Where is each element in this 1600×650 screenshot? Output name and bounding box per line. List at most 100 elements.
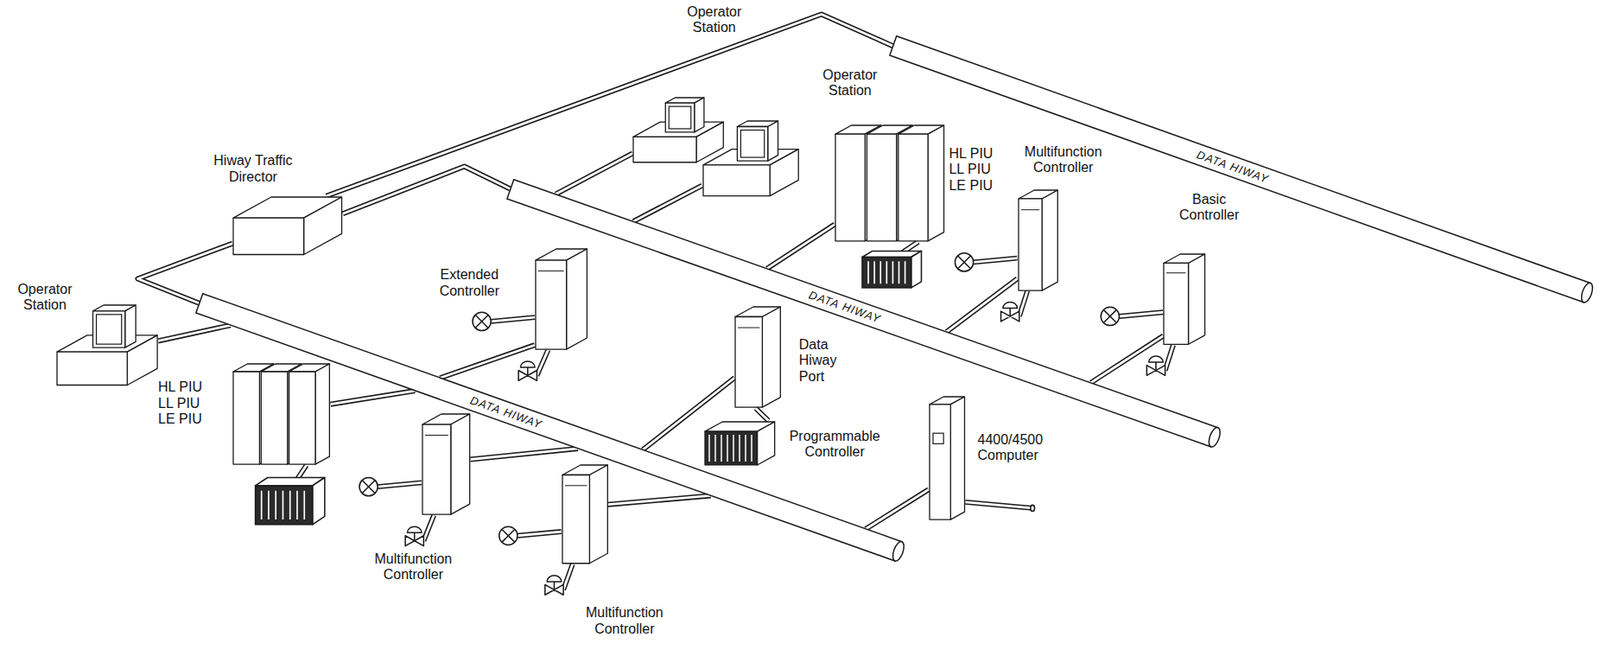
label-group: Multifunction Controller: [356, 551, 470, 584]
valve-stem: [553, 581, 556, 590]
data-hiway: DATA HIWAY: [488, 166, 1238, 460]
equipment-shape: [633, 97, 724, 163]
connection-core: [555, 152, 633, 194]
connection-core: [469, 448, 578, 460]
valve-wire-core: [563, 564, 573, 591]
sensor-wire: [1119, 311, 1164, 317]
sensor-wire-core: [490, 317, 535, 322]
extended-controller: Extended Controller: [534, 247, 588, 350]
box-side: [756, 421, 775, 465]
equipment-shape: [704, 421, 775, 465]
piu-cabinets: HL PIULL PIULE PIU: [834, 124, 946, 242]
box-front: [666, 102, 695, 133]
equipment-label: LL PIU: [158, 395, 210, 412]
connector-group: [633, 185, 703, 222]
connector-group: [555, 152, 633, 194]
box-side: [450, 413, 470, 515]
label-group: Operator Station: [679, 4, 750, 37]
connection-core: [767, 224, 835, 269]
hiway-body: [507, 178, 1219, 446]
equipment-shape: [735, 306, 781, 407]
valve-stem: [526, 367, 529, 375]
sensor-wire: [490, 317, 535, 322]
equipment-label: Hiway Traffic Director: [201, 152, 305, 185]
hiway-end-cap: [889, 539, 906, 563]
box-side: [566, 248, 588, 350]
hiway-cable-drawing: [177, 280, 921, 574]
equipment-label: Programmable Controller: [780, 428, 889, 461]
valve-wire-core: [423, 514, 434, 541]
label-group: Hiway Traffic Director: [201, 152, 305, 185]
box-side: [589, 464, 608, 564]
box-side: [1188, 253, 1206, 344]
equipment-drawing: [421, 412, 471, 515]
equipment-label: Operator Station: [815, 67, 885, 100]
equipment-drawing: [734, 305, 781, 408]
hiway-connection: [555, 152, 633, 194]
valve-stem: [1155, 361, 1157, 370]
valve-actuator: [406, 526, 422, 533]
valve-actuator: [1149, 355, 1164, 362]
equipment-shape: [57, 304, 158, 385]
valve-symbol: [405, 526, 424, 546]
valve-wire-core: [1165, 344, 1174, 371]
label-group: Data Hiway Port: [799, 336, 853, 385]
box-front: [261, 371, 288, 464]
sensor-cross: [362, 480, 375, 493]
sensor-symbol: [472, 311, 491, 331]
label-group: Multifunction Controller: [568, 604, 681, 637]
valve-symbol: [1146, 355, 1165, 375]
monitor-screen: [95, 314, 121, 344]
valve-stem: [1009, 308, 1011, 317]
valve-wire-core: [536, 349, 548, 376]
connector-group: [158, 324, 231, 341]
valve-wire: [536, 349, 548, 376]
equipment-label: Extended Controller: [425, 266, 513, 299]
equipment-drawing: [232, 196, 343, 256]
box-front: [233, 217, 305, 254]
valve-body: [1001, 311, 1020, 322]
hiway-body: [195, 293, 902, 561]
cabinet-trim: [425, 434, 449, 436]
operator-station: Operator Station: [56, 304, 159, 386]
valve-wire: [1019, 290, 1028, 317]
hiway-connection: [137, 243, 233, 304]
box-front: [703, 165, 770, 197]
monitor-screen: [740, 130, 764, 159]
hiway-connection: [767, 224, 835, 269]
programmable-controller: Programmable Controller: [704, 420, 776, 466]
module-front: [255, 485, 313, 525]
label-group: Operator Station: [815, 67, 885, 100]
box-side: [767, 120, 778, 161]
hiway-connection: [608, 495, 712, 504]
equipment-drawing: [834, 124, 946, 242]
computer-stub-cable: [965, 501, 1033, 508]
valve-wire: [423, 514, 434, 541]
valve-body: [545, 584, 564, 595]
hiway-connection: [946, 278, 1018, 331]
equipment-label: Basic Controller: [1166, 191, 1253, 224]
box-front: [562, 475, 590, 564]
hiway-body: [889, 36, 1591, 303]
connection-core: [633, 185, 703, 222]
multifunction-controller: Multifunction Controller: [1017, 189, 1059, 292]
box-front: [736, 126, 768, 162]
box-front: [57, 351, 127, 385]
sensor-wire-core: [517, 531, 562, 536]
hiway-connection: [158, 324, 231, 341]
label-group: Basic Controller: [1166, 191, 1253, 224]
connector-group: [946, 278, 1018, 331]
box-front: [704, 431, 758, 465]
sensor-symbol: [954, 253, 973, 272]
box-side: [927, 125, 944, 242]
connection-core: [439, 344, 535, 378]
multifunction-controller: Multifunction Controller: [421, 412, 471, 515]
box-side: [125, 304, 136, 348]
valve-symbol: [518, 361, 537, 381]
label-group: Programmable Controller: [780, 428, 889, 461]
equipment-label: Data Hiway Port: [799, 336, 853, 385]
connection-core: [865, 488, 929, 529]
hiway-connection: [469, 448, 578, 460]
valve-wire: [563, 564, 573, 591]
hiway-connection: [1091, 336, 1164, 383]
